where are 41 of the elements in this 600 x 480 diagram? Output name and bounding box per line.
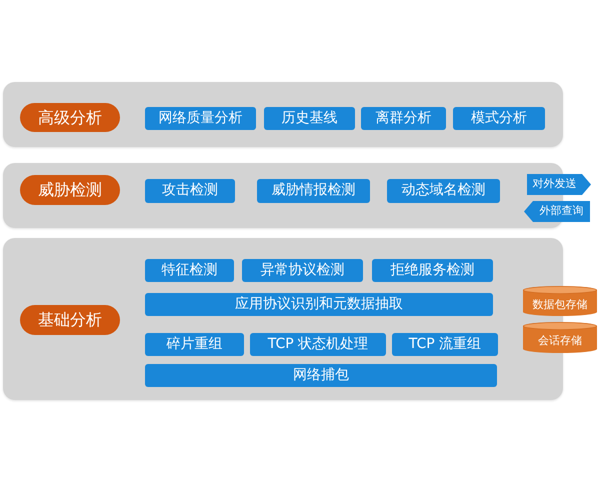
module-label: TCP 流重组: [408, 336, 482, 352]
module-label: 应用协议识别和元数据抽取: [235, 296, 403, 312]
module-label: 历史基线: [282, 110, 338, 126]
module-box: [453, 107, 545, 130]
storage-label: 会话存储: [538, 335, 582, 348]
module-label: 模式分析: [471, 110, 527, 126]
storage-label: 数据包存储: [532, 298, 588, 312]
layer-title: 高级分析: [38, 108, 102, 126]
module-box: [387, 179, 500, 203]
module-box: [242, 259, 363, 282]
module-box: [250, 333, 386, 356]
layer-title: 威胁检测: [38, 181, 102, 199]
module-label: TCP 状态机处理: [268, 336, 368, 352]
module-box: [257, 179, 370, 203]
module-box: [145, 293, 493, 316]
module-box: [372, 259, 493, 282]
layer-title-pill: [20, 175, 120, 205]
module-box: [145, 364, 497, 387]
module-box: [264, 107, 355, 130]
module-label: 动态域名检测: [402, 183, 486, 199]
module-label: 威胁情报检测: [272, 183, 356, 199]
module-box: [392, 333, 498, 356]
layer-title-pill: [20, 103, 120, 132]
module-box: [145, 179, 235, 203]
arrow-label: 对外发送: [532, 178, 576, 191]
arrow-label: 外部查询: [540, 205, 584, 218]
module-label: 碎片重组: [166, 336, 222, 352]
module-box: [145, 107, 256, 130]
module-label: 攻击检测: [162, 183, 218, 199]
layer-title-pill: [20, 305, 120, 335]
layer-panel: [3, 82, 563, 147]
module-box: [145, 259, 234, 282]
layer-title: 基础分析: [38, 311, 102, 329]
module-label: 网络质量分析: [158, 110, 242, 126]
module-label: 网络捕包: [293, 368, 349, 384]
module-label: 特征检测: [162, 262, 218, 278]
module-label: 拒绝服务检测: [390, 262, 474, 278]
module-label: 异常协议检测: [260, 262, 344, 278]
module-box: [145, 333, 244, 356]
module-label: 离群分析: [376, 110, 432, 126]
module-box: [361, 107, 446, 130]
